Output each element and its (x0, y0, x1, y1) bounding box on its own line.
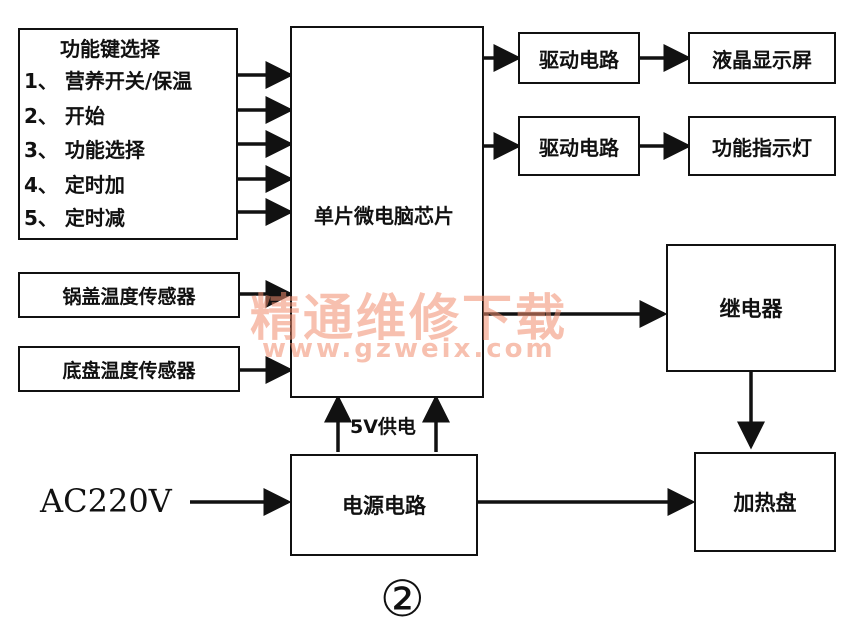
mcu-chip-label: 单片微电脑芯片 (314, 204, 454, 228)
driver-circuit-2-label: 驱动电路 (539, 135, 619, 160)
lcd-display-box: 液晶显示屏 (688, 32, 836, 84)
mcu-chip-box (290, 26, 484, 398)
driver-circuit-1-label: 驱动电路 (539, 47, 619, 72)
5v-supply-label: 5V供电 (350, 416, 416, 438)
lcd-display-label: 液晶显示屏 (712, 47, 812, 72)
ac-input-label: AC220V (40, 482, 172, 520)
power-circuit-label: 电源电路 (342, 494, 426, 518)
relay-box: 继电器 (666, 244, 836, 372)
key-item-4: 4、 定时加 (24, 173, 125, 197)
driver-circuit-2-box: 驱动电路 (518, 116, 640, 176)
watermark-text: 精通维修下载 (250, 289, 568, 347)
function-indicator-label: 功能指示灯 (712, 135, 812, 160)
lid-temp-sensor-box: 锅盖温度传感器 (18, 272, 240, 318)
function-keys-title: 功能键选择 (60, 37, 160, 61)
base-temp-sensor-box: 底盘温度传感器 (18, 346, 240, 392)
key-item-5: 5、 定时减 (24, 206, 125, 230)
function-indicator-box: 功能指示灯 (688, 116, 836, 176)
power-circuit-box: 电源电路 (290, 454, 478, 556)
figure-number: ② (380, 570, 425, 628)
key-item-1: 1、 营养开关/保温 (24, 69, 193, 93)
watermark-url: www.gzweix.com (262, 334, 556, 364)
key-item-3: 3、 功能选择 (24, 138, 145, 162)
key-item-2: 2、 开始 (24, 104, 105, 128)
function-keys-box (18, 28, 238, 240)
relay-label: 继电器 (719, 297, 783, 321)
heating-plate-label: 加热盘 (733, 491, 797, 515)
base-temp-sensor-label: 底盘温度传感器 (62, 359, 196, 382)
heating-plate-box: 加热盘 (694, 452, 836, 552)
lid-temp-sensor-label: 锅盖温度传感器 (62, 285, 196, 308)
driver-circuit-1-box: 驱动电路 (518, 32, 640, 84)
